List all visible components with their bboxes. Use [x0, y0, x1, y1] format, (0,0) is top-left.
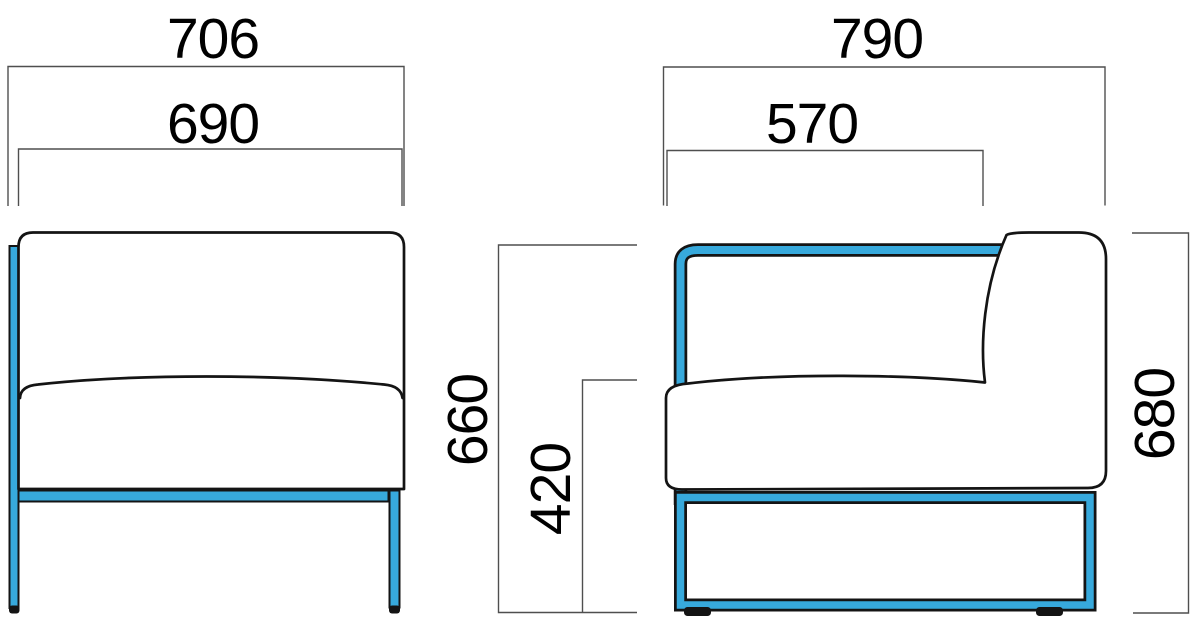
dimension-seat-height: 420: [519, 379, 637, 613]
dim-body-width-label: 690: [167, 92, 259, 156]
dimension-line: [1132, 232, 1190, 614]
dim-seat-height-label: 420: [519, 443, 583, 535]
dimension-line: [497, 244, 637, 614]
dimension-line: [666, 149, 984, 206]
dim-frame-height-label: 660: [436, 374, 500, 466]
height-dimensions: 660 420: [436, 244, 637, 614]
dimension-line: [662, 66, 1106, 206]
side-dimension-overall-depth: 790: [662, 7, 1106, 206]
side-dimension-seat-depth: 570: [666, 92, 984, 206]
dimension-line: [7, 65, 405, 206]
dim-overall-width-label: 706: [167, 7, 259, 71]
front-dimension-overall-width: 706: [7, 7, 405, 206]
side-view: 790 570 680: [662, 7, 1190, 616]
dim-seat-depth-label: 570: [766, 92, 858, 156]
side-back-foot: [1036, 607, 1063, 616]
front-body: [17, 231, 406, 491]
side-cushions: [664, 231, 1108, 491]
dimension-line: [17, 148, 403, 206]
side-chair-drawing: [664, 231, 1108, 616]
side-front-foot: [684, 607, 711, 616]
side-frame-tube: [676, 246, 1015, 505]
dimension-frame-height: 660: [436, 244, 637, 614]
front-left-foot: [9, 605, 20, 614]
dim-overall-height-label: 680: [1123, 368, 1187, 460]
front-dimension-body-width: 690: [17, 92, 403, 206]
front-frame-rail: [17, 489, 390, 503]
dim-overall-depth-label: 790: [831, 7, 923, 71]
side-dimension-overall-height: 680: [1123, 232, 1190, 614]
side-base-frame: [676, 493, 1094, 609]
side-base-frame-casing: [674, 491, 1097, 612]
front-seat-cushion-edge: [18, 375, 404, 400]
front-right-leg: [388, 489, 401, 609]
front-view: 706 690: [7, 7, 406, 614]
front-chair-drawing: [8, 231, 406, 614]
front-right-foot: [389, 605, 400, 614]
dimension-line: [581, 379, 637, 613]
